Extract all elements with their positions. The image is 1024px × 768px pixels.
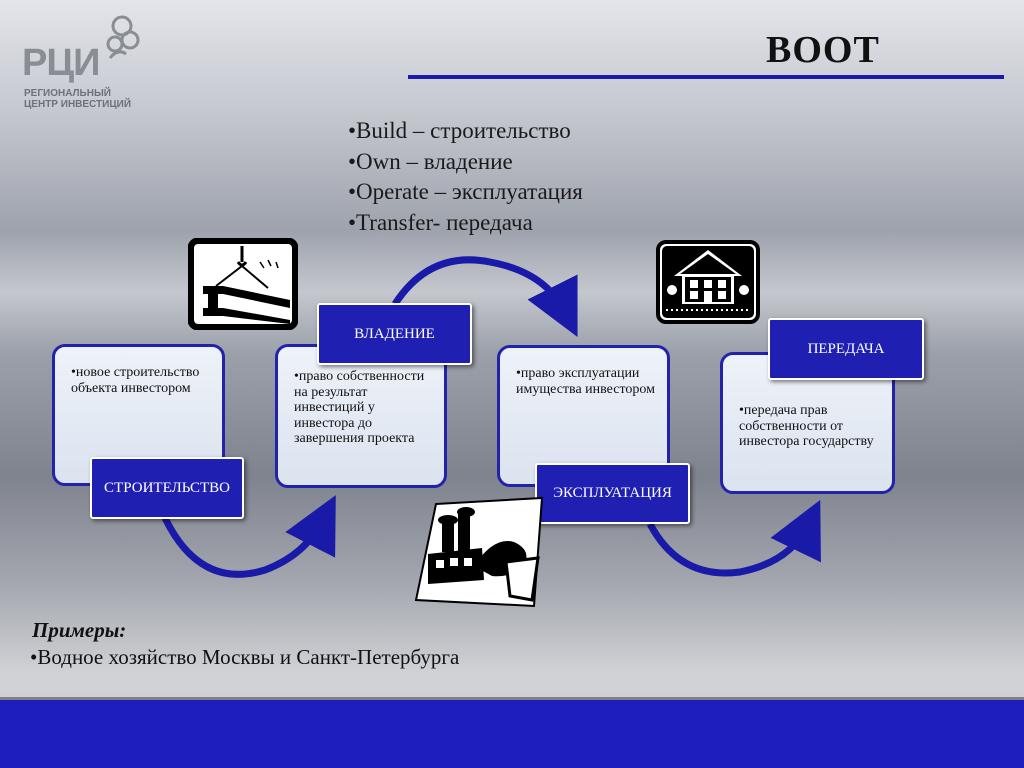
logo-line-2: ЦЕНТР ИНВЕСТИЦИЙ — [24, 99, 132, 110]
bullet-list: •Build – строительство •Own – владение •… — [348, 116, 583, 238]
logo-mark: РЦИ — [22, 42, 100, 84]
logo-subtitle: РЕГИОНАЛЬНЫЙ ЦЕНТР ИНВЕСТИЦИЙ — [24, 88, 131, 110]
stage-card-ownership: •право собственности на результат инвест… — [275, 344, 447, 488]
stage-text-ownership: •право собственности на результат инвест… — [294, 369, 425, 446]
stage-label-transfer: ПЕРЕДАЧА — [768, 318, 924, 380]
examples-item: •Водное хозяйство Москвы и Санкт-Петербу… — [30, 645, 460, 669]
bullet-own: •Own – владение — [348, 148, 513, 174]
logo-swirl-icon — [106, 15, 140, 59]
stage-label-construction: СТРОИТЕЛЬСТВО — [90, 457, 244, 519]
construction-beam-icon — [188, 238, 298, 330]
footer-bar — [0, 697, 1024, 768]
house-icon — [656, 240, 760, 324]
bullet-build: •Build – строительство — [348, 118, 571, 143]
examples-title: Примеры: — [32, 618, 127, 642]
stage-text-operation: •право эксплуатации имущества инвестором — [516, 366, 655, 397]
arrow-build-to-own — [161, 495, 336, 578]
bullet-operate: •Operate – эксплуатация — [348, 179, 583, 204]
title-underline — [408, 75, 1004, 79]
arrow-operate-to-transfer — [646, 499, 821, 577]
bullet-transfer: •Transfer- передача — [348, 209, 533, 235]
logo-line-1: РЕГИОНАЛЬНЫЙ — [24, 88, 111, 99]
stage-label-ownership: ВЛАДЕНИЕ — [317, 303, 472, 365]
stage-label-operation: ЭКСПЛУАТАЦИЯ — [535, 463, 690, 524]
factory-handshake-icon — [414, 496, 544, 608]
page-title: BOOT — [766, 29, 880, 71]
stage-text-construction: •новое строительство объекта инвестором — [71, 365, 200, 396]
stage-text-transfer: •передача прав собственности от инвестор… — [739, 403, 874, 449]
